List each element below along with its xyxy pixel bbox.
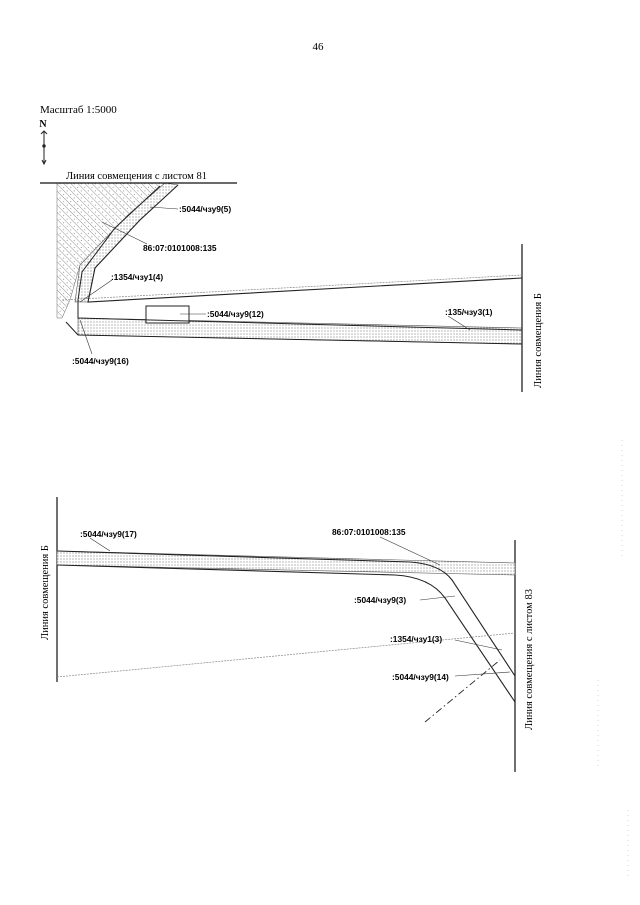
label-parcel-135-bottom: 86:07:0101008:135: [332, 527, 406, 537]
svg-text:N: N: [39, 119, 47, 130]
road-line-inner: [77, 185, 523, 331]
road-line-lower: [56, 564, 516, 703]
zone-rect-5044-12: [145, 305, 190, 324]
parcel-boundary-bottom-map: [56, 632, 516, 678]
road-line-upper: [56, 550, 516, 677]
parcel-boundary-lower: [61, 274, 523, 301]
parcel-boundary-bottom: [65, 321, 523, 345]
label-135-1: :135/чзу3(1): [445, 307, 493, 317]
top-map: Линия совмещения с листом 81 Линия совме…: [40, 171, 544, 392]
match-line-right-bottom-label: Линия совмещения с листом 83: [524, 589, 535, 730]
label-5044-14: :5044/чзу9(14): [392, 672, 449, 682]
label-1354-3: :1354/чзу1(3): [390, 634, 442, 644]
match-line-left-bottom-label: Линия совмещения Б: [40, 545, 51, 640]
match-line-top-label: Линия совмещения с листом 81: [66, 171, 207, 182]
north-arrow-icon: N: [39, 119, 47, 166]
dotted-strip-bottom: [77, 317, 523, 345]
match-line-right-top-label: Линия совмещения Б: [533, 293, 544, 388]
bottom-map: Линия совмещения Б Линия совмещения с ли…: [40, 497, 535, 772]
scale-label: Масштаб 1:5000: [40, 104, 117, 116]
label-1354-4: :1354/чзу1(4): [111, 272, 163, 282]
dotted-strip-top: [56, 550, 516, 576]
label-parcel-135-top: 86:07:0101008:135: [143, 243, 217, 253]
label-5044-17: :5044/чзу9(17): [80, 529, 137, 539]
label-5044-3: :5044/чзу9(3): [354, 595, 406, 605]
scan-marks: [597, 440, 629, 880]
label-5044-16: :5044/чзу9(16): [72, 356, 129, 366]
label-5044-5: :5044/чзу9(5): [179, 204, 231, 214]
page-number: 46: [313, 41, 325, 53]
label-5044-12: :5044/чзу9(12): [207, 309, 264, 319]
dash-dot-line: [424, 659, 501, 723]
parcel-boundary-outer: [87, 184, 523, 303]
